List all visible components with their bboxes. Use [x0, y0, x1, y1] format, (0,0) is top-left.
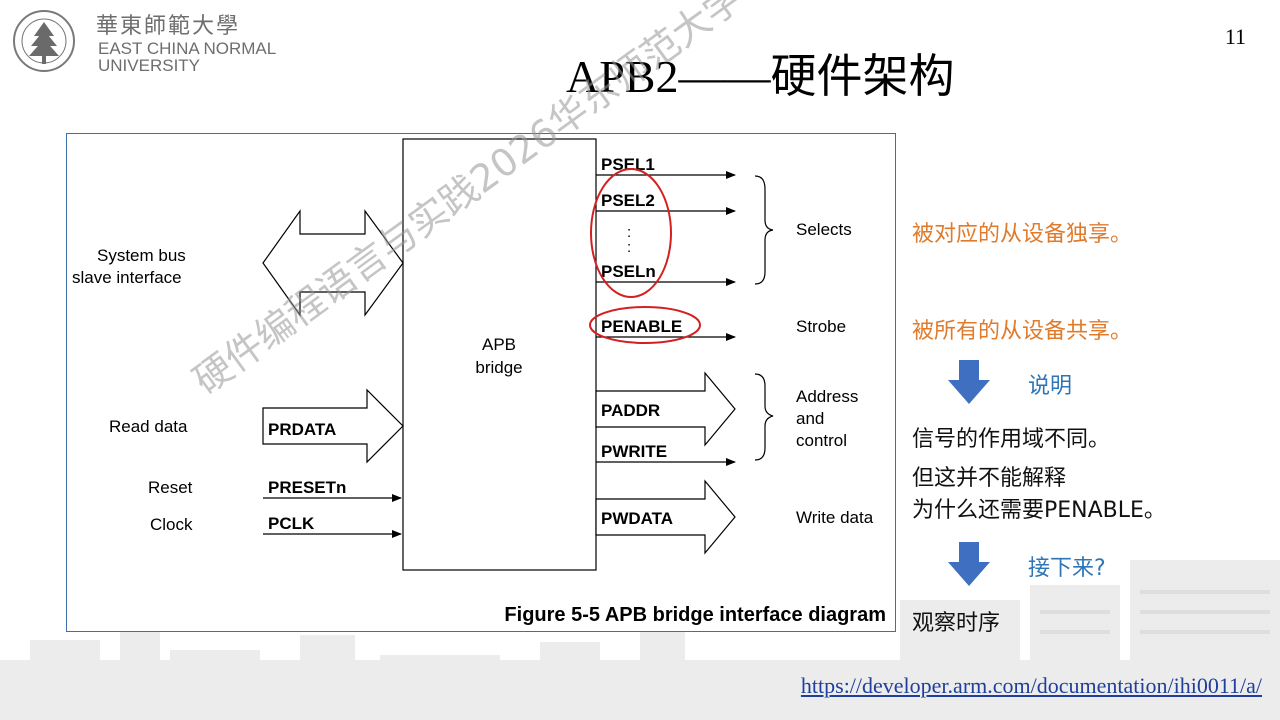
prdata-label: PRDATA — [268, 420, 336, 439]
scope-diff-note: 信号的作用域不同。 — [912, 421, 1110, 453]
but-note-line1: 但这并不能解释 — [912, 460, 1066, 492]
clock-label: Clock — [150, 515, 193, 534]
paddr-label: PADDR — [601, 401, 660, 420]
system-bus-double-arrow — [263, 211, 403, 315]
university-logo-icon — [10, 6, 90, 76]
address-label-line3: control — [796, 431, 847, 450]
apb-bridge-box — [403, 139, 596, 570]
selects-label: Selects — [796, 220, 852, 239]
bridge-label-line1: APB — [482, 335, 516, 354]
address-brace — [755, 374, 773, 460]
figure-frame: APB bridge System bus slave interface PR… — [66, 133, 896, 632]
pwdata-label: PWDATA — [601, 509, 673, 528]
logo-english-name-line2: UNIVERSITY — [98, 57, 200, 75]
address-label-line1: Address — [796, 387, 858, 406]
reset-label: Reset — [148, 478, 193, 497]
system-bus-label-line2: slave interface — [72, 268, 182, 287]
pseln-label: PSELn — [601, 262, 656, 281]
page-number: 11 — [1225, 24, 1246, 50]
psel1-label: PSEL1 — [601, 155, 655, 174]
read-data-label: Read data — [109, 417, 188, 436]
but-note-line2: 为什么还需要PENABLE。 — [912, 492, 1166, 524]
pwrite-label: PWRITE — [601, 442, 667, 461]
selects-brace — [755, 176, 773, 284]
pclk-label: PCLK — [268, 514, 315, 533]
apb-bridge-diagram: APB bridge System bus slave interface PR… — [67, 134, 895, 631]
penable-label: PENABLE — [601, 317, 682, 336]
strobe-label: Strobe — [796, 317, 846, 336]
down-arrow-icon — [948, 542, 990, 586]
reference-link[interactable]: https://developer.arm.com/documentation/… — [801, 673, 1262, 699]
slide-title: APB2——硬件架构 — [566, 40, 954, 106]
bridge-label-line2: bridge — [475, 358, 522, 377]
psel-dots-2: : — [627, 239, 631, 256]
address-label-line2: and — [796, 409, 824, 428]
strobe-note: 被所有的从设备共享。 — [912, 313, 1132, 345]
selects-note: 被对应的从设备独享。 — [912, 216, 1132, 248]
psel2-label: PSEL2 — [601, 191, 655, 210]
presetn-label: PRESETn — [268, 478, 346, 497]
figure-caption: Figure 5-5 APB bridge interface diagram — [504, 604, 886, 626]
explain-label: 说明 — [1028, 368, 1072, 400]
observe-timing-note: 观察时序 — [912, 605, 1000, 637]
down-arrow-icon — [948, 360, 990, 404]
logo-chinese-name: 華東師範大學 — [96, 8, 240, 40]
system-bus-label-line1: System bus — [97, 246, 186, 265]
write-data-label: Write data — [796, 508, 874, 527]
next-label: 接下来? — [1028, 550, 1106, 582]
